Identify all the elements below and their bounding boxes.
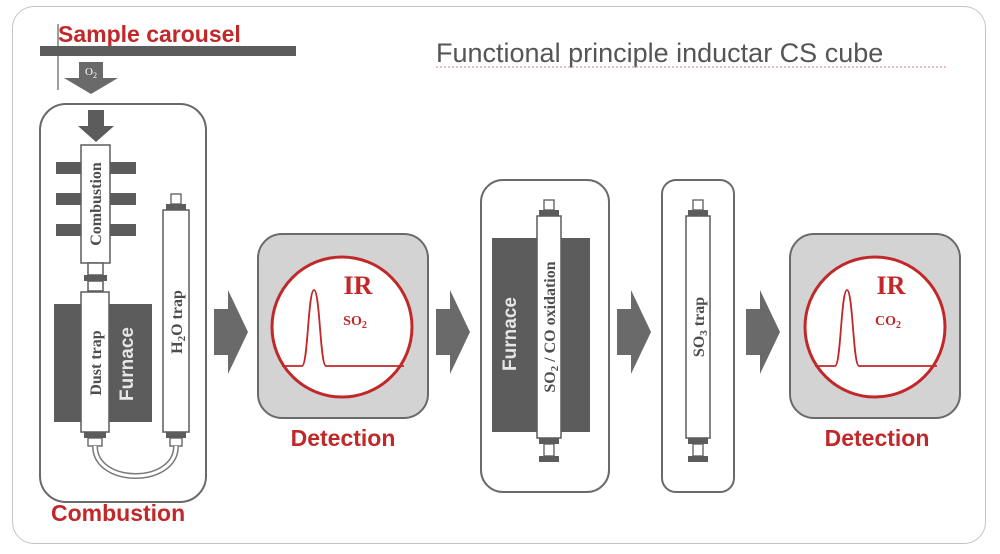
detection-co2-label: Detection xyxy=(825,425,930,451)
oxidation-furnace-label: Furnace xyxy=(500,297,521,371)
svg-text:O2: O2 xyxy=(85,66,97,80)
oxidation-tube-label-b: / CO oxidation xyxy=(542,261,559,366)
ir-so2-label: IR xyxy=(344,271,373,300)
dust-trap-cap xyxy=(84,432,106,438)
co2-gas-main: CO xyxy=(875,314,896,329)
detection-so2-label: Detection xyxy=(291,425,396,451)
h2o-trap-label: H2O trap xyxy=(169,290,188,354)
so3-trap-label-rest: trap xyxy=(691,297,708,330)
dust-trap-label: Dust trap xyxy=(88,330,105,395)
combustion-feed-arrow xyxy=(78,110,114,142)
diagram-title: Functional principle inductar CS cube xyxy=(436,38,883,68)
h2o-trap-top-cap xyxy=(166,204,186,210)
so2-gas-sub: 2 xyxy=(362,320,367,331)
oxidation-tube-label: SO2 / CO oxidation xyxy=(542,261,561,392)
oxidation-tube-top-cap xyxy=(539,210,559,216)
co2-gas-label: CO2 xyxy=(875,314,901,331)
so3-trap-top-cap xyxy=(688,210,708,216)
combustion-tube-label: Combustion xyxy=(88,162,105,246)
sample-carousel-bar xyxy=(40,46,296,56)
connection-hose-inner xyxy=(93,445,178,478)
so3-trap-tube xyxy=(685,215,711,439)
h2o-trap-label-main: H xyxy=(169,341,186,354)
flow-arrow-4 xyxy=(746,290,780,374)
so2-gas-main: SO xyxy=(343,314,362,329)
dust-trap-nozzle xyxy=(87,437,103,447)
so3-trap-top-nozzle xyxy=(692,199,704,211)
oxidation-tube-top-nozzle xyxy=(543,199,555,211)
so2-gas-label: SO2 xyxy=(343,314,367,331)
oxygen-subscript: 2 xyxy=(93,71,97,80)
ir-co2-label: IR xyxy=(877,271,906,300)
so3-trap-label: SO3 trap xyxy=(691,297,710,357)
tube-connector-cap xyxy=(84,275,107,281)
h2o-trap-label-sub: 2 xyxy=(176,335,188,341)
so2-peak-signal xyxy=(282,289,404,367)
h2o-trap-top-nozzle xyxy=(170,193,182,205)
so3-trap-bottom-nozzle xyxy=(692,443,704,457)
flow-arrow-2 xyxy=(436,290,470,374)
combustion-furnace-label: Furnace xyxy=(117,327,138,401)
so3-trap-bottom-cap xyxy=(688,438,708,444)
h2o-trap-bottom-cap xyxy=(166,432,186,438)
oxidation-tube-bottom-cap xyxy=(539,438,559,444)
tube-connector-lower xyxy=(87,280,104,292)
oxidation-tube-bottom-nozzle xyxy=(543,443,555,457)
oxygen-label: O xyxy=(85,66,93,78)
combustion-label: Combustion xyxy=(51,500,185,526)
so3-trap-label-sub: 3 xyxy=(698,330,710,336)
oxidation-tube-label-sub: 2 xyxy=(549,365,561,371)
co2-gas-sub: 2 xyxy=(896,320,901,331)
ir-detector-co2 xyxy=(803,255,947,399)
oxidation-tube-label-a: SO xyxy=(542,371,559,392)
oxygen-inlet-arrow: O2 xyxy=(64,62,118,94)
flow-arrow-3 xyxy=(617,290,651,374)
so3-trap-bottom-cap2 xyxy=(688,456,708,462)
so3-trap-label-main: SO xyxy=(691,336,708,357)
oxidation-tube-bottom-cap2 xyxy=(539,456,559,462)
flow-arrow-1 xyxy=(214,290,248,374)
ir-detector-so2 xyxy=(270,255,414,399)
co2-peak-signal xyxy=(815,289,937,367)
h2o-trap-bottom-nozzle xyxy=(169,437,183,447)
sample-carousel-label: Sample carousel xyxy=(58,21,241,47)
h2o-trap-label-rest: O trap xyxy=(169,290,186,336)
tube-connector xyxy=(87,262,104,276)
